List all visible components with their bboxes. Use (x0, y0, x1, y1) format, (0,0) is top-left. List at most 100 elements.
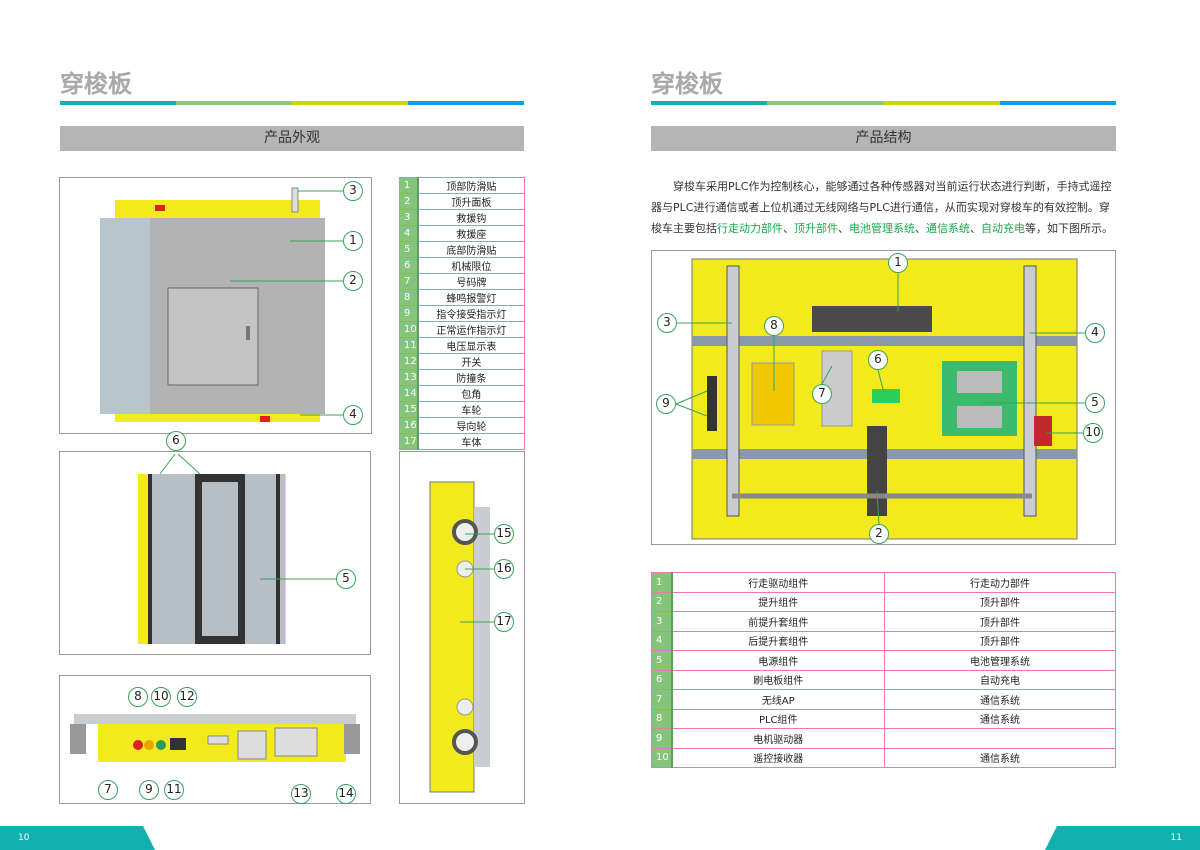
callout-1: 1 (888, 253, 908, 273)
legend-label: 号码牌 (417, 273, 525, 290)
legend-label: 蜂鸣报警灯 (417, 289, 525, 306)
component-group: 顶升部件 (884, 591, 1116, 612)
sep: 、 (970, 222, 981, 235)
callout-3: 3 (657, 313, 677, 333)
component-group: 自动充电 (884, 669, 1116, 690)
legend-number: 14 (398, 385, 419, 402)
legend-label: 救援钩 (417, 209, 525, 226)
component-number: 1 (651, 572, 673, 593)
section-header-structure: 产品结构 (651, 126, 1116, 151)
callout-10: 10 (1083, 423, 1103, 443)
component-number: 5 (651, 650, 673, 671)
legend-label: 指令接受指示灯 (417, 305, 525, 322)
legend-label: 车体 (417, 433, 525, 450)
component-number: 6 (651, 669, 673, 690)
component-group: 顶升部件 (884, 630, 1116, 651)
component-group: 通信系统 (884, 689, 1116, 710)
intro-paragraph: 穿梭车采用PLC作为控制核心，能够通过各种传感器对当前运行状态进行判断，手持式遥… (651, 176, 1116, 239)
component-name: PLC组件 (671, 708, 885, 729)
callout-6: 6 (166, 431, 186, 451)
callout-3: 3 (343, 181, 363, 201)
legend-number: 6 (398, 257, 419, 274)
component-group (884, 728, 1116, 749)
callout-2: 2 (869, 524, 889, 544)
legend-number: 17 (398, 433, 419, 450)
legend-label: 车轮 (417, 401, 525, 418)
callout-9: 9 (139, 780, 159, 800)
legend-label: 机械限位 (417, 257, 525, 274)
callout-10: 10 (151, 687, 171, 707)
legend-number: 1 (398, 177, 419, 194)
top-view-image: 3 1 2 4 (59, 177, 372, 434)
highlight-charge: 自动充电 (981, 222, 1025, 235)
legend-label: 救援座 (417, 225, 525, 242)
right-page-number: 11 (1045, 826, 1200, 850)
component-number: 10 (651, 747, 673, 768)
callout-7: 7 (812, 384, 832, 404)
highlight-drive: 行走动力部件 (717, 222, 783, 235)
legend-number: 12 (398, 353, 419, 370)
component-name: 行走驱动组件 (671, 572, 885, 593)
structure-diagram: 1 3 8 4 6 7 9 5 10 2 (651, 250, 1116, 545)
legend-number: 11 (398, 337, 419, 354)
front-view-image: 8 10 12 7 9 11 13 14 (59, 675, 371, 804)
sep: 、 (783, 222, 794, 235)
callout-14: 14 (336, 784, 356, 804)
legend-number: 3 (398, 209, 419, 226)
callout-16: 16 (494, 559, 514, 579)
component-group: 行走动力部件 (884, 572, 1116, 593)
legend-label: 防撞条 (417, 369, 525, 386)
legend-number: 2 (398, 193, 419, 210)
callout-1: 1 (343, 231, 363, 251)
callout-12: 12 (177, 687, 197, 707)
component-group: 通信系统 (884, 708, 1116, 729)
callout-8: 8 (764, 316, 784, 336)
component-name: 提升组件 (671, 591, 885, 612)
component-name: 前提升套组件 (671, 611, 885, 632)
legend-number: 10 (398, 321, 419, 338)
callout-7: 7 (98, 780, 118, 800)
color-divider (60, 101, 524, 105)
component-name: 电源组件 (671, 650, 885, 671)
legend-number: 13 (398, 369, 419, 386)
component-number: 3 (651, 611, 673, 632)
callout-17: 17 (494, 612, 514, 632)
callout-11: 11 (164, 780, 184, 800)
callout-15: 15 (494, 524, 514, 544)
highlight-comm: 通信系统 (926, 222, 970, 235)
sep: 、 (838, 222, 849, 235)
callout-5: 5 (1085, 393, 1105, 413)
legend-label: 顶升面板 (417, 193, 525, 210)
legend-label: 电压显示表 (417, 337, 525, 354)
component-number: 4 (651, 630, 673, 651)
left-page-number: 10 (0, 826, 155, 850)
component-name: 刷电板组件 (671, 669, 885, 690)
callout-6: 6 (868, 350, 888, 370)
callout-4: 4 (1085, 323, 1105, 343)
callout-4: 4 (343, 405, 363, 425)
callout-5: 5 (336, 569, 356, 589)
legend-number: 16 (398, 417, 419, 434)
component-number: 7 (651, 689, 673, 710)
legend-label: 底部防滑贴 (417, 241, 525, 258)
legend-label: 正常运作指示灯 (417, 321, 525, 338)
